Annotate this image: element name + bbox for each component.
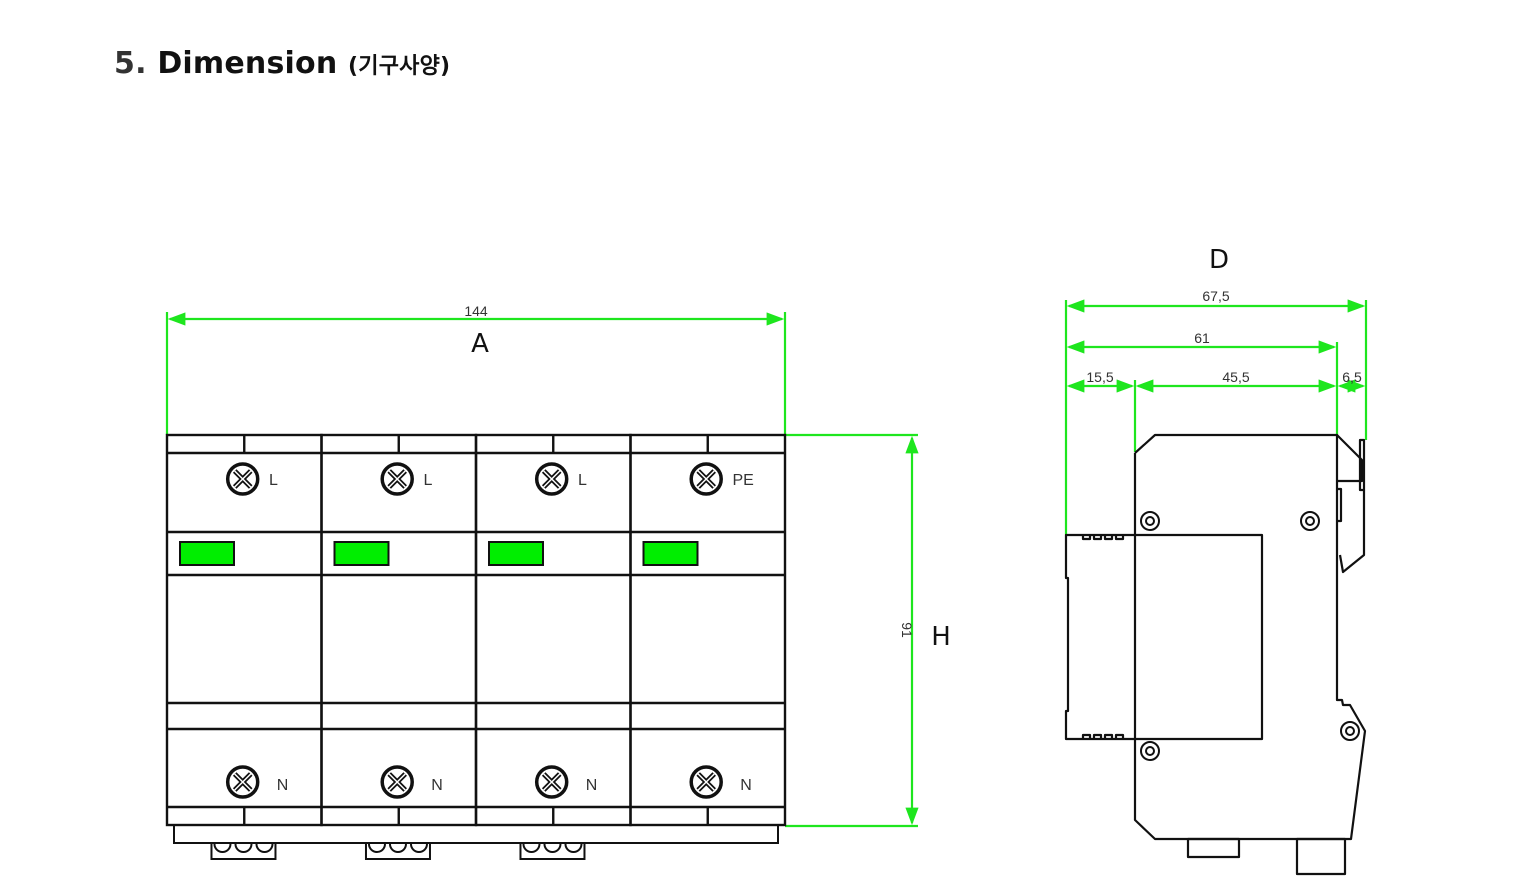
- clamp-screw-icon: [388, 843, 407, 853]
- din-clip-latch: [1358, 438, 1366, 492]
- height-label: H: [931, 622, 951, 652]
- din-rail-base: [173, 824, 779, 844]
- top-terminal-label: L: [423, 472, 432, 489]
- clamp-screw-icon: [255, 843, 274, 853]
- clamp-screw-icon: [367, 843, 386, 853]
- middle-depth-value: 45,5: [1222, 369, 1249, 385]
- bottom-terminal-label: N: [740, 777, 752, 794]
- depth-dimensions: [1064, 299, 1368, 535]
- din-clip-lower: [1338, 490, 1366, 574]
- module-4: PE N: [629, 433, 787, 827]
- clamp-screw-icon: [522, 843, 541, 853]
- status-indicator-window: [642, 541, 699, 566]
- screw-icon: [1300, 511, 1320, 531]
- clamp-screw-icon: [543, 843, 562, 853]
- status-indicator-window: [179, 541, 235, 566]
- front-cover: [1064, 533, 1264, 741]
- width-value: 144: [464, 303, 488, 319]
- module-2: LN: [320, 433, 478, 860]
- bottom-terminal-label: N: [277, 777, 289, 794]
- terminal-screw-icon-cross-inner: [543, 773, 561, 791]
- top-terminal-label: PE: [732, 472, 753, 489]
- side-view: D 67,5 61 15,5 45,5 6,5: [1064, 245, 1368, 876]
- top-terminal-label: L: [269, 472, 278, 489]
- body-depth-value: 61: [1194, 330, 1210, 346]
- overall-depth-value: 67,5: [1202, 288, 1229, 304]
- height-value: 91: [899, 622, 915, 638]
- din-clip-top: [1336, 434, 1364, 483]
- terminal-screw-icon-cross-inner: [234, 470, 252, 488]
- clamp-screw-icon: [213, 843, 232, 853]
- section-number: 5.: [114, 46, 147, 81]
- terminal-screw-icon-cross-inner: [697, 773, 715, 791]
- bottom-foot-left: [1186, 837, 1241, 859]
- front-depth-value: 15,5: [1086, 369, 1113, 385]
- screw-icon: [1140, 741, 1160, 761]
- depth-label: D: [1209, 245, 1229, 275]
- screw-icon-inner: [1345, 726, 1355, 736]
- terminal-screw-icon-cross-inner: [388, 773, 406, 791]
- terminal-screw-icon-cross-inner: [697, 470, 715, 488]
- terminal-screw-icon-cross-inner: [543, 470, 561, 488]
- screw-icon: [1140, 511, 1160, 531]
- section-title: 5. Dimension (기구사양): [114, 46, 450, 81]
- side-body-outline: [1133, 433, 1367, 841]
- side-screws: [1140, 511, 1360, 761]
- front-ridges-bottom: [1081, 733, 1125, 739]
- screw-icon-inner: [1145, 516, 1155, 526]
- bottom-terminal-label: N: [431, 777, 443, 794]
- width-label: A: [471, 329, 489, 359]
- height-dimension: [785, 433, 919, 828]
- clip-notch: [1337, 487, 1343, 523]
- clamp-screw-icon: [234, 843, 253, 853]
- status-indicator-window: [488, 541, 544, 566]
- section-title-text: Dimension: [157, 46, 338, 81]
- section-subtitle: (기구사양): [348, 54, 451, 79]
- module-1: LN: [165, 433, 323, 860]
- front-ridges-top: [1081, 535, 1125, 541]
- bottom-foot-right: [1295, 837, 1347, 876]
- top-terminal-label: L: [578, 472, 587, 489]
- screw-icon-inner: [1305, 516, 1315, 526]
- bottom-terminal-label: N: [586, 777, 598, 794]
- clip-depth-value: 6,5: [1342, 369, 1362, 385]
- terminal-screw-icon-cross-inner: [234, 773, 252, 791]
- status-indicator-window: [333, 541, 390, 566]
- width-dimension: [165, 312, 787, 435]
- clamp-screw-icon: [564, 843, 583, 853]
- terminal-screw-icon-cross-inner: [388, 470, 406, 488]
- clamp-screw-icon: [409, 843, 428, 853]
- screw-icon-inner: [1145, 746, 1155, 756]
- screw-icon: [1340, 721, 1360, 741]
- module-3: LN: [474, 433, 632, 860]
- side-profile: [1064, 433, 1367, 876]
